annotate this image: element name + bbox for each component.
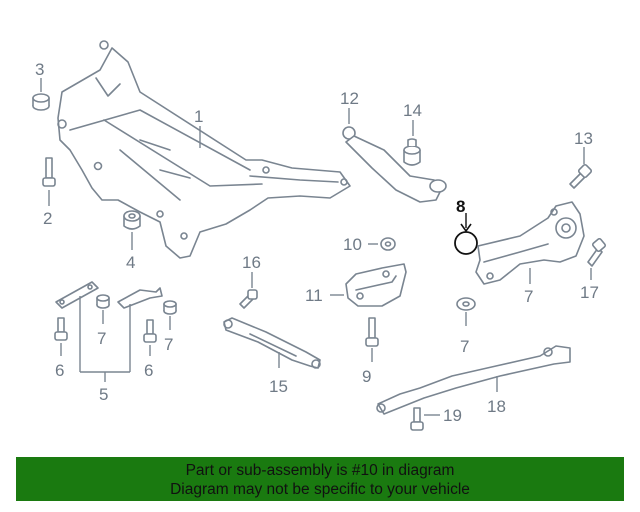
banner-line-1: Part or sub-assembly is #10 in diagram — [185, 462, 455, 479]
bolt-21-part[interactable] — [410, 407, 424, 431]
bushing-4-part[interactable] — [123, 210, 141, 230]
bolt-18-part[interactable] — [239, 289, 258, 309]
bolt-19-part[interactable] — [587, 237, 607, 267]
callout-19: 17 — [580, 283, 599, 302]
bolt-15-part[interactable] — [569, 163, 593, 189]
bracket-5-part[interactable] — [55, 281, 163, 309]
callout-9: 7 — [460, 337, 469, 356]
bolt-6b-part[interactable] — [143, 319, 157, 343]
rod-20-part[interactable] — [376, 345, 571, 415]
callout-16: 14 — [403, 101, 422, 120]
callout-21: 19 — [443, 406, 462, 425]
callout-7a: 7 — [97, 329, 106, 348]
bolt-11-part[interactable] — [365, 317, 379, 347]
callout-7b: 7 — [164, 335, 173, 354]
lower-link-17-part[interactable] — [223, 317, 321, 369]
callout-6a: 6 — [55, 361, 64, 380]
callout-15: 13 — [574, 129, 593, 148]
callout-18: 16 — [242, 253, 261, 272]
bushing-3-part[interactable] — [32, 93, 50, 111]
exploded-parts-diagram: 1 2 3 4 5 6 6 — [32, 40, 607, 431]
washer-12-part[interactable] — [380, 237, 396, 251]
nut-7a-part[interactable] — [96, 294, 110, 309]
banner-line-2: Diagram may not be specific to your vehi… — [170, 481, 470, 498]
callout-2: 2 — [43, 209, 52, 228]
washer-9-part[interactable] — [456, 297, 476, 311]
bolt-6a-part[interactable] — [54, 317, 68, 341]
callout-17: 15 — [269, 377, 288, 396]
upper-arm-14-part[interactable] — [342, 126, 447, 203]
knuckle-8-part[interactable] — [475, 201, 585, 285]
fitment-banner: Part or sub-assembly is #10 in diagram D… — [16, 457, 624, 501]
callout-14: 12 — [340, 89, 359, 108]
bolt-2-part[interactable] — [42, 157, 56, 187]
callout-6b: 6 — [144, 361, 153, 380]
nut-7b-part[interactable] — [163, 300, 177, 315]
callout-8: 7 — [524, 287, 533, 306]
callout-11: 9 — [362, 367, 371, 386]
crossmember-part[interactable] — [57, 40, 351, 259]
callout-5: 5 — [99, 385, 108, 404]
bushing-16-part[interactable] — [403, 138, 421, 166]
callout-12: 10 — [343, 235, 362, 254]
callout-10: 8 — [456, 197, 465, 216]
callout-4: 4 — [126, 253, 135, 272]
callout-3: 3 — [35, 60, 44, 79]
seal-ring-10-part[interactable] — [454, 231, 478, 255]
callout-20: 18 — [487, 397, 506, 416]
callout-1: 1 — [194, 107, 203, 126]
bracket-13-part[interactable] — [345, 263, 407, 307]
callout-13: 11 — [305, 286, 323, 305]
